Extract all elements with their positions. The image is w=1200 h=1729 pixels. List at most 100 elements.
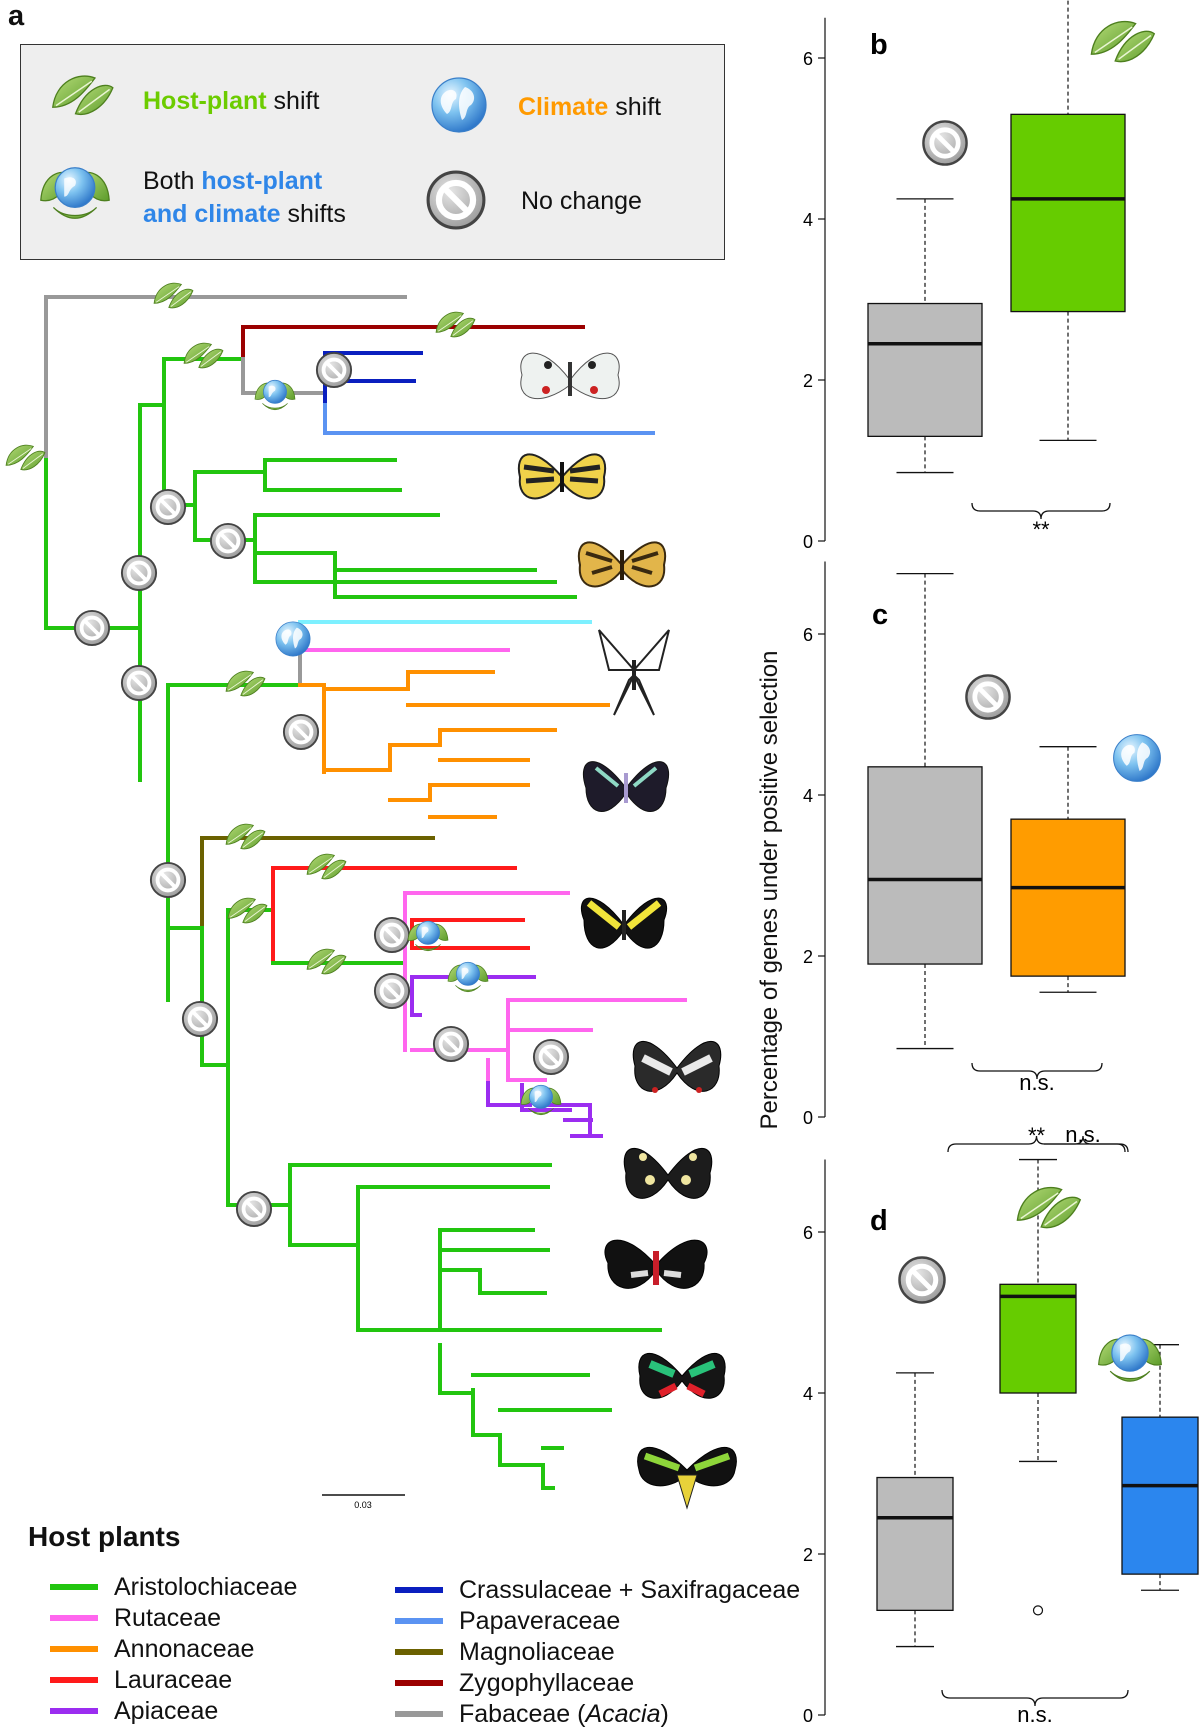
- legend-label: Aristolochiaceae: [114, 1572, 298, 1601]
- legend-label: Apiaceae: [114, 1696, 219, 1725]
- legend-host-shift-rest: shift: [266, 87, 320, 115]
- box: [867, 766, 983, 965]
- no-change-icon: [120, 664, 158, 702]
- legend-swatch: [50, 1708, 98, 1714]
- panel-label-b: b: [870, 29, 888, 61]
- no-change-icon: [209, 522, 247, 560]
- butterfly-papilio-black-icon: [632, 1040, 722, 1093]
- leaf-icon: [1090, 20, 1156, 63]
- branch-root-green: [44, 458, 142, 630]
- butterfly-luehdorfia-icon: [517, 453, 607, 500]
- significance-label: **: [1028, 1123, 1046, 1148]
- legend-climate-shift-rest: shift: [608, 93, 662, 121]
- y-tick-label: 0: [803, 532, 813, 552]
- legend-swatch: [395, 1587, 443, 1593]
- branch-green-clade-3: [193, 513, 577, 599]
- legend-both-line1-pre: Both: [143, 167, 202, 195]
- legend-label: Magnoliaceae: [459, 1637, 615, 1666]
- no-change-icon: [432, 1025, 470, 1063]
- butterfly-parides-icon: [638, 1353, 726, 1399]
- box: [1010, 113, 1126, 313]
- no-change-icon: [532, 1038, 570, 1076]
- significance-label: **: [1032, 517, 1050, 542]
- y-tick-label: 0: [803, 1706, 813, 1726]
- butterfly-parnassius-icon: [520, 352, 620, 400]
- panel-label-d: d: [870, 1205, 888, 1237]
- shift-legend: Host-plant shift Climate shift Both host…: [20, 44, 725, 260]
- branch-clade-luehdorfia: [162, 357, 197, 507]
- legend-swatch: [395, 1711, 443, 1717]
- host-plant-legend-item: Annonaceae: [50, 1634, 254, 1664]
- branch-clade-parnassius: [138, 357, 245, 407]
- legend-climate-shift-emph: Climate: [518, 93, 609, 121]
- no-change-icon: [235, 1190, 273, 1228]
- butterfly-papilio-demoleus-icon: [623, 1147, 713, 1199]
- butterfly-lamproptera-icon: [598, 629, 670, 716]
- legend-label: Lauraceae: [114, 1665, 233, 1694]
- y-tick-label: 4: [803, 1384, 813, 1404]
- legend-swatch: [50, 1584, 98, 1590]
- butterfly-ornithoptera-icon: [637, 1447, 737, 1510]
- host-plant-legend-item: Apiaceae: [50, 1696, 218, 1726]
- box: [876, 1476, 954, 1612]
- globe-icon: [431, 77, 487, 133]
- host-plant-legend-item: Crassulaceae + Saxifragaceae: [395, 1575, 800, 1605]
- no-change-icon: [900, 1258, 945, 1303]
- box: [999, 1283, 1077, 1394]
- host-plants-title: Host plants: [28, 1521, 181, 1552]
- legend-swatch: [395, 1618, 443, 1624]
- no-change-icon: [149, 861, 187, 899]
- butterfly-zerynthia-icon: [577, 541, 667, 588]
- butterfly-images: [517, 352, 737, 1510]
- box: [867, 302, 983, 437]
- y-axis-label: Percentage of genes under positive selec…: [756, 650, 783, 1130]
- branch-backbone-3: [200, 926, 230, 1067]
- legend-host-shift-emph: Host-plant: [143, 87, 267, 115]
- legend-label: Annonaceae: [114, 1634, 255, 1663]
- y-tick-label: 2: [803, 947, 813, 967]
- y-tick-label: 6: [803, 625, 813, 645]
- butterfly-graphium-icon: [582, 761, 670, 812]
- node-icons: [5, 282, 570, 1228]
- no-change-icon: [966, 675, 1009, 718]
- legend-label: Fabaceae (Acacia): [459, 1699, 669, 1728]
- host-plant-legend-item: Zygophyllaceae: [395, 1668, 634, 1698]
- phylogeny-tree: 0.03: [5, 282, 737, 1510]
- no-change-icon: [120, 554, 158, 592]
- legend-label: Zygophyllaceae: [459, 1668, 635, 1697]
- legend-swatch: [50, 1677, 98, 1683]
- leaf-icon: [51, 75, 114, 116]
- butterfly-papilio-yellow-icon: [580, 897, 668, 949]
- box: [1010, 818, 1126, 977]
- legend-both-line1-emph: host-plant: [201, 167, 323, 195]
- panel-label-c: c: [872, 599, 888, 631]
- legend-host-shift: Host-plant shift: [143, 85, 319, 118]
- significance-brace: [941, 1689, 1129, 1707]
- legend-both-line2-emph: and climate: [143, 200, 281, 228]
- box: [1121, 1416, 1199, 1575]
- no-change-icon: [315, 351, 353, 389]
- panel-label-a: a: [8, 0, 25, 32]
- branch-rutaceae-clade: [410, 998, 687, 1085]
- branch-rutaceae-stem: [403, 891, 570, 1052]
- no-change-icon: [282, 713, 320, 751]
- no-change-icon: [181, 1000, 219, 1038]
- significance-brace: [971, 502, 1111, 520]
- globe-icon: [275, 621, 311, 657]
- globe-with-leaves-icon: [39, 166, 111, 220]
- host-plant-legend-item: Papaveraceae: [395, 1606, 620, 1636]
- legend-climate-shift: Climate shift: [518, 91, 661, 124]
- no-change-icon: [425, 169, 487, 231]
- globe-with-leaves-icon: [254, 379, 296, 411]
- leaf-icon: [5, 444, 46, 471]
- no-change-icon: [73, 609, 111, 647]
- no-change-icon: [373, 972, 411, 1010]
- no-change-icon: [923, 121, 966, 164]
- legend-swatch: [50, 1646, 98, 1652]
- branch-green-clade-2: [193, 458, 402, 542]
- significance-label: n.s.: [1017, 1702, 1052, 1727]
- y-tick-label: 4: [803, 786, 813, 806]
